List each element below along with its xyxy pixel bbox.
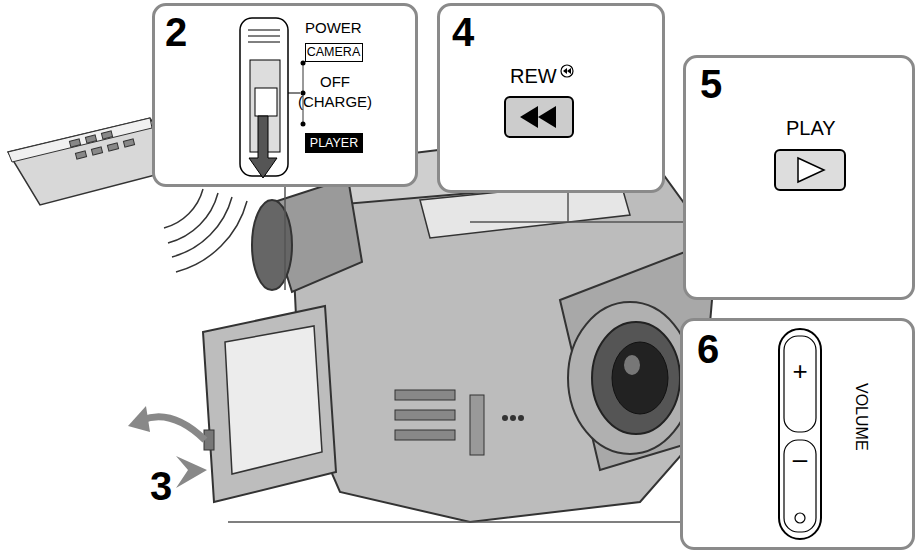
signal-wave [168, 193, 218, 243]
lcd-screen [225, 326, 322, 474]
side-button [470, 395, 484, 455]
rew-icon-mark [563, 68, 567, 74]
play-symbols [775, 150, 845, 190]
lens-glass [612, 342, 668, 414]
volume-symbols [784, 336, 816, 532]
callout-number: 5 [700, 64, 722, 104]
mode-label-box: CAMERA [305, 43, 363, 62]
leader-line [470, 221, 683, 223]
callout-number: 2 [165, 12, 187, 52]
remote-top [8, 118, 152, 162]
remote-button [123, 139, 134, 147]
callout-box: 5PLAY [683, 55, 915, 300]
control-label: POWER [305, 20, 362, 35]
callout-box: 6VOLUME+– [680, 318, 915, 550]
callout-box: 2 POWER OFF (CHARGE) CAMERA PLAYER [152, 3, 418, 187]
rewind-symbol [520, 106, 538, 128]
rew-icon [561, 65, 573, 77]
switch-knob [255, 88, 277, 116]
lens-ring [592, 322, 680, 434]
position-mark [288, 93, 300, 94]
switch-track [250, 60, 280, 152]
rew-symbols [505, 65, 573, 137]
control-label: PLAYER [305, 137, 363, 150]
rewind-symbol [538, 106, 556, 128]
rew-icon-mark [567, 68, 571, 74]
leader-lines [228, 187, 683, 522]
remote-button [75, 151, 86, 159]
leader-line [567, 193, 569, 222]
control-label: + [780, 358, 820, 384]
control-label: VOLUME [853, 383, 869, 451]
curved-arrow [142, 417, 205, 440]
chevron-arrow [176, 456, 207, 488]
lens-barrel [568, 302, 692, 454]
remote-button [69, 139, 80, 147]
control-label: PLAY [786, 118, 836, 138]
mode-label-box: PLAYER [305, 133, 363, 153]
volume-down-key [784, 440, 816, 532]
volume-rocker: +– [778, 328, 822, 540]
mic-hole [502, 415, 508, 421]
grip-line [248, 30, 280, 31]
camera-body [292, 150, 712, 522]
play-symbol [798, 158, 824, 182]
down-arrow [249, 116, 277, 178]
position-dot [301, 91, 306, 96]
side-button [395, 410, 455, 420]
callout-number: 6 [697, 329, 719, 369]
leader-line [284, 187, 286, 290]
rew-button [505, 97, 573, 137]
remote-button [91, 147, 102, 155]
control-label: – [780, 446, 820, 472]
arrow-head [128, 406, 150, 432]
leader-line [228, 521, 680, 523]
signal-wave [164, 189, 203, 228]
callout-number: 4 [452, 12, 474, 52]
signal-wave [172, 197, 232, 257]
volume-up-key [784, 336, 816, 432]
position-dot [301, 122, 306, 127]
position-line [303, 63, 304, 124]
remote-button [85, 135, 96, 143]
position-dot [301, 61, 306, 66]
grip-line [248, 36, 280, 37]
callout-number: 3 [150, 466, 172, 506]
lcd-latch [204, 430, 214, 450]
callout-box: 4REW [437, 3, 665, 193]
remote-button [101, 131, 112, 139]
lcd-panel [203, 306, 336, 502]
grip-line [248, 42, 280, 43]
viewfinder [265, 178, 362, 292]
signal-waves [164, 189, 247, 272]
mic-hole [510, 415, 516, 421]
eyepiece [252, 200, 292, 290]
control-label: CAMERA [306, 46, 361, 59]
mic-hole [518, 415, 524, 421]
control-label: OFF (CHARGE) [295, 72, 375, 111]
tactile-dot [795, 513, 805, 523]
remote-button [107, 143, 118, 151]
lens-highlight [624, 355, 640, 375]
play-button [775, 150, 845, 190]
side-button [395, 430, 455, 440]
side-button [395, 390, 455, 400]
control-label: REW [510, 66, 557, 86]
signal-wave [176, 201, 247, 272]
power-switch [240, 18, 306, 178]
switch-housing [240, 18, 288, 176]
